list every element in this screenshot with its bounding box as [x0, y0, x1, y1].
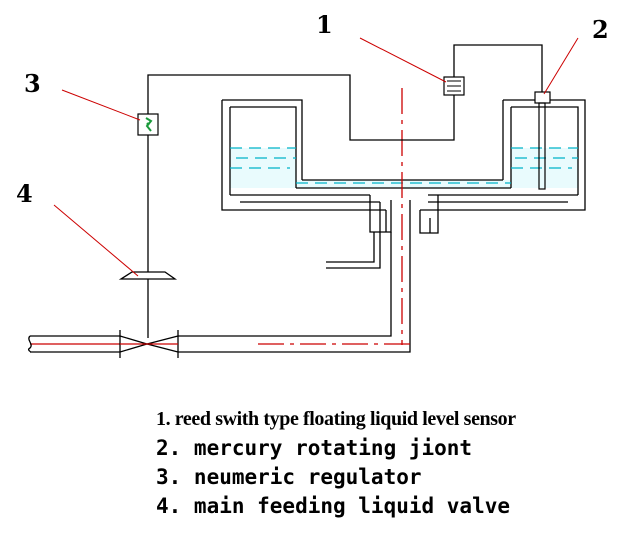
- reed-switch-sensor: [443, 76, 465, 96]
- valve-actuator: [118, 271, 178, 338]
- leader-lines: [53, 37, 579, 277]
- legend-item-2: 2. mercury rotating jiont: [156, 436, 473, 460]
- center-line: [30, 88, 412, 345]
- liquid-body: [230, 148, 578, 188]
- callout-4-number: 4: [16, 179, 33, 208]
- liquid-level-lines: [230, 147, 578, 184]
- legend-item-4: 4. main feeding liquid valve: [156, 494, 511, 518]
- neumeric-regulator: [137, 113, 159, 136]
- legend: 1. reed swith type floating liquid level…: [156, 405, 626, 521]
- legend-item-3: 3. neumeric regulator: [156, 465, 422, 489]
- legend-item-1: 1. reed swith type floating liquid level…: [156, 408, 516, 430]
- mercury-rotating-joint: [534, 91, 551, 190]
- return-pipe: [178, 200, 411, 353]
- outlet-pipe: [326, 195, 392, 269]
- left-tank: [221, 99, 386, 211]
- signal-line: [147, 44, 543, 272]
- main-valve: [27, 330, 179, 358]
- callout-2-number: 2: [592, 15, 609, 44]
- callout-3-number: 3: [24, 69, 41, 98]
- callout-1-number: 1: [316, 10, 333, 39]
